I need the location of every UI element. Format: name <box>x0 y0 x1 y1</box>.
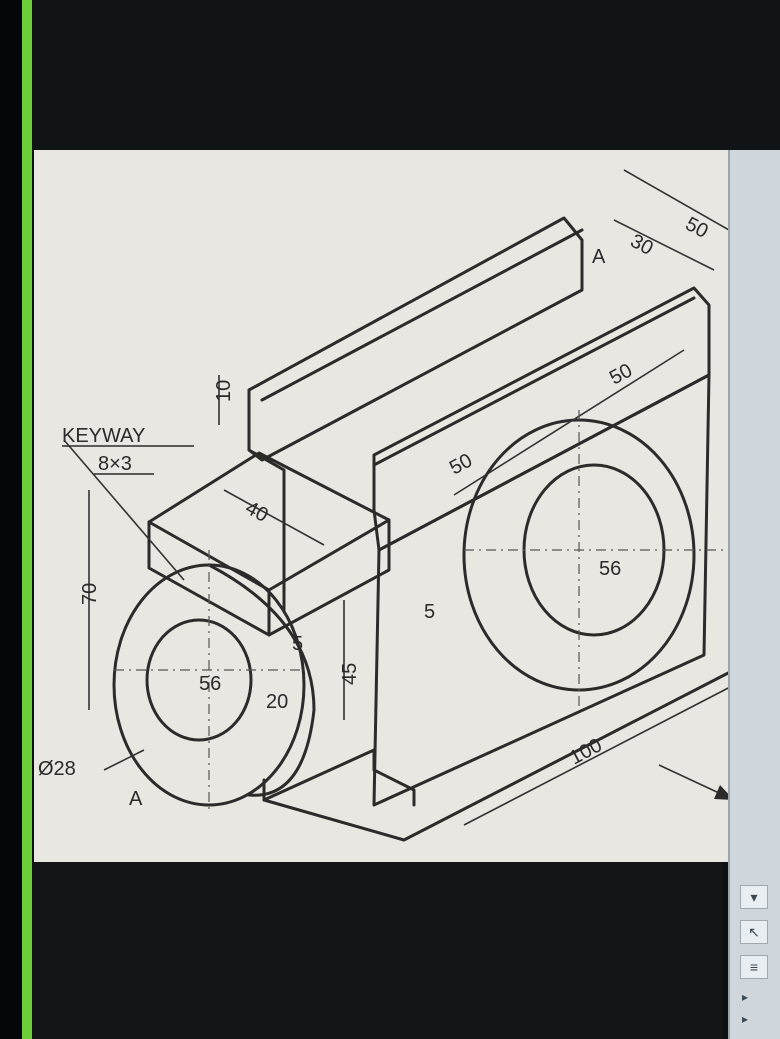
base-step <box>262 748 416 807</box>
dim-line-100 <box>463 684 735 826</box>
screen-left-edge <box>0 0 22 1039</box>
dim-50-right: 50 <box>606 360 636 390</box>
cad-side-panel: ▾ ↖ ≡ ▸ ▸ <box>728 150 780 1039</box>
left-upright <box>247 388 286 612</box>
diameter-label: Ø28 <box>38 758 76 780</box>
dim-10: 10 <box>213 380 235 402</box>
layers-tool-button[interactable]: ≡ <box>740 955 768 979</box>
dim-line-40 <box>223 489 325 546</box>
dim-56-left: 56 <box>199 673 221 695</box>
window-accent-bar <box>22 0 32 1039</box>
screen-bottom-area <box>32 862 722 1039</box>
expand-arrow-icon[interactable]: ▸ <box>742 990 749 1004</box>
boss-top-edge <box>147 518 391 592</box>
top-rib-edge <box>260 228 584 402</box>
top-rib-front <box>372 286 711 552</box>
select-tool-button[interactable]: ↖ <box>740 920 768 944</box>
dim-5-left: 5 <box>292 633 303 655</box>
isometric-drawing: KEYWAY 8×3 A A Ø28 50 30 10 50 50 40 80 … <box>38 169 765 842</box>
section-label-bottom: A <box>129 788 143 810</box>
base-bottom-edge <box>262 668 736 842</box>
keyway-label: KEYWAY <box>62 425 145 447</box>
diameter-leader <box>103 749 145 771</box>
top-rib-back <box>247 216 584 462</box>
boss-block <box>147 451 391 637</box>
dim-70: 70 <box>79 583 101 605</box>
dim-20: 20 <box>266 691 288 713</box>
section-label-top: A <box>592 246 606 268</box>
dim-5-right: 5 <box>424 601 435 623</box>
keyway-leader <box>63 439 185 581</box>
screen-top-area <box>32 0 780 150</box>
dim-30: 30 <box>627 230 657 260</box>
dim-line-30 <box>613 219 715 271</box>
dim-56-right: 56 <box>599 558 621 580</box>
top-rib-front-edge <box>372 296 696 467</box>
left-ring-side <box>207 563 316 797</box>
dim-50-mid: 50 <box>446 450 476 480</box>
dim-line-50-mid <box>453 349 685 496</box>
drawing-sheet: KEYWAY 8×3 A A Ø28 50 30 10 50 50 40 80 … <box>34 150 766 862</box>
keyway-size: 8×3 <box>98 453 132 475</box>
expand-arrow-icon[interactable]: ▸ <box>742 1012 749 1026</box>
left-ring-inner <box>145 618 253 742</box>
dim-45: 45 <box>339 663 361 685</box>
expand-tool-button[interactable]: ▾ <box>740 885 768 909</box>
